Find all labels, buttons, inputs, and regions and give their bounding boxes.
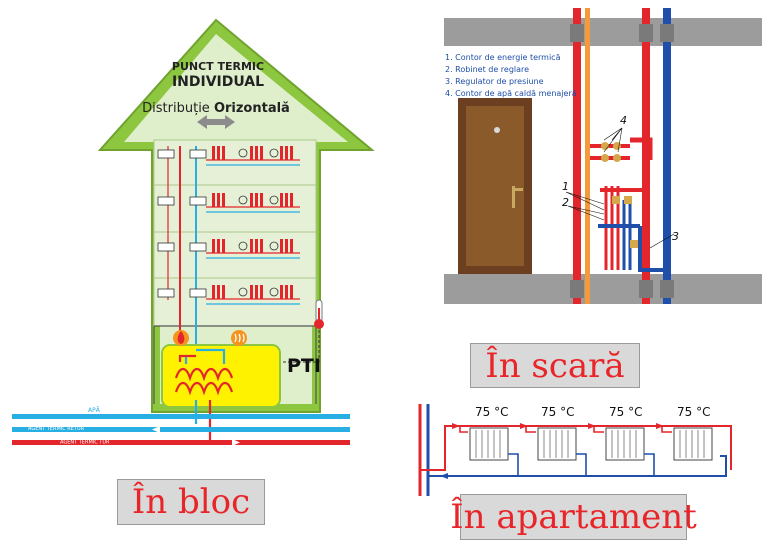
caption-apartament: În apartament [450,494,697,540]
floor-1 [157,146,300,166]
radiator-temp-2: 75 °C [541,405,574,419]
pti-box [161,344,281,408]
legend-item-2: 2. Robinet de reglare [445,65,529,74]
floor-2 [157,193,300,213]
return-loop [428,455,727,477]
legend-item-3: 3. Regulator de presiune [445,77,544,86]
door-peephole [494,127,500,133]
scara-legend: 1. Contor de energie termică 2. Robinet … [445,53,577,98]
thermometer-icon [314,299,324,329]
flame-icon [173,330,189,346]
floor-4 [157,285,300,305]
caption-scara: În scară [470,343,640,388]
pipe-red-1 [573,8,581,304]
radiator-temp-1: 75 °C [475,405,508,419]
radiator-3: 75 °C [593,405,655,476]
pipe-tur-label: AGENT TERMIC TUR [60,440,110,446]
radiator-2: 75 °C [525,405,587,476]
arrow-title-line1: PUNCT TERMIC [172,60,264,73]
supply-loop [420,425,732,471]
floor-radiators [157,146,300,305]
meters [590,137,664,272]
heat-icon [231,330,247,346]
legend-item-4: 4. Contor de apă caldă menajeră [445,89,577,98]
door-handle-icon [513,188,523,191]
pipe-red-2 [642,8,650,304]
floor-3 [157,239,300,259]
scara-diagram: 1. Contor de energie termică 2. Robinet … [444,8,762,310]
radiator-temp-3: 75 °C [609,405,642,419]
pipe-retur-label: AGENT TERMIC RETUR [28,426,85,432]
main-pipes: APĂ AGENT TERMIC RETUR AGENT TERMIC TUR [12,407,350,446]
door [458,98,532,274]
apartament-radiators: 75 °C 75 °C 75 °C 75 °C [459,405,713,476]
apartament-diagram: 75 °C 75 °C 75 °C 75 °C [418,404,732,496]
callout-4: 4 [620,114,627,127]
callout-1: 1 [562,180,569,193]
sensor-dashed-line [276,330,320,363]
radiator-temp-4: 75 °C [677,405,710,419]
scara-callouts: 1 2 3 4 [562,114,679,249]
heat-exchanger [174,348,234,440]
callout-3: 3 [672,230,679,243]
arrow-title-line2: INDIVIDUAL [172,74,264,90]
distribution-label: Distribuție Orizontală [142,101,290,116]
radiator-4: 75 °C [661,405,713,461]
flow-arrows [440,423,664,479]
ceiling-slab [444,18,762,46]
pipe-orange [585,8,590,304]
horizontal-arrow-icon [197,115,235,129]
pti-label: PTI [287,355,321,377]
pipe-blue [663,8,671,304]
radiator-1: 75 °C [459,405,519,476]
bloc-diagram: PUNCT TERMIC INDIVIDUAL Distribuție Oriz… [12,18,375,446]
pipe-apa-label: APĂ [88,407,101,414]
floor-slab [444,274,762,304]
caption-bloc: În bloc [117,479,265,525]
legend-item-1: 1. Contor de energie termică [445,53,561,62]
callout-2: 2 [562,196,569,209]
